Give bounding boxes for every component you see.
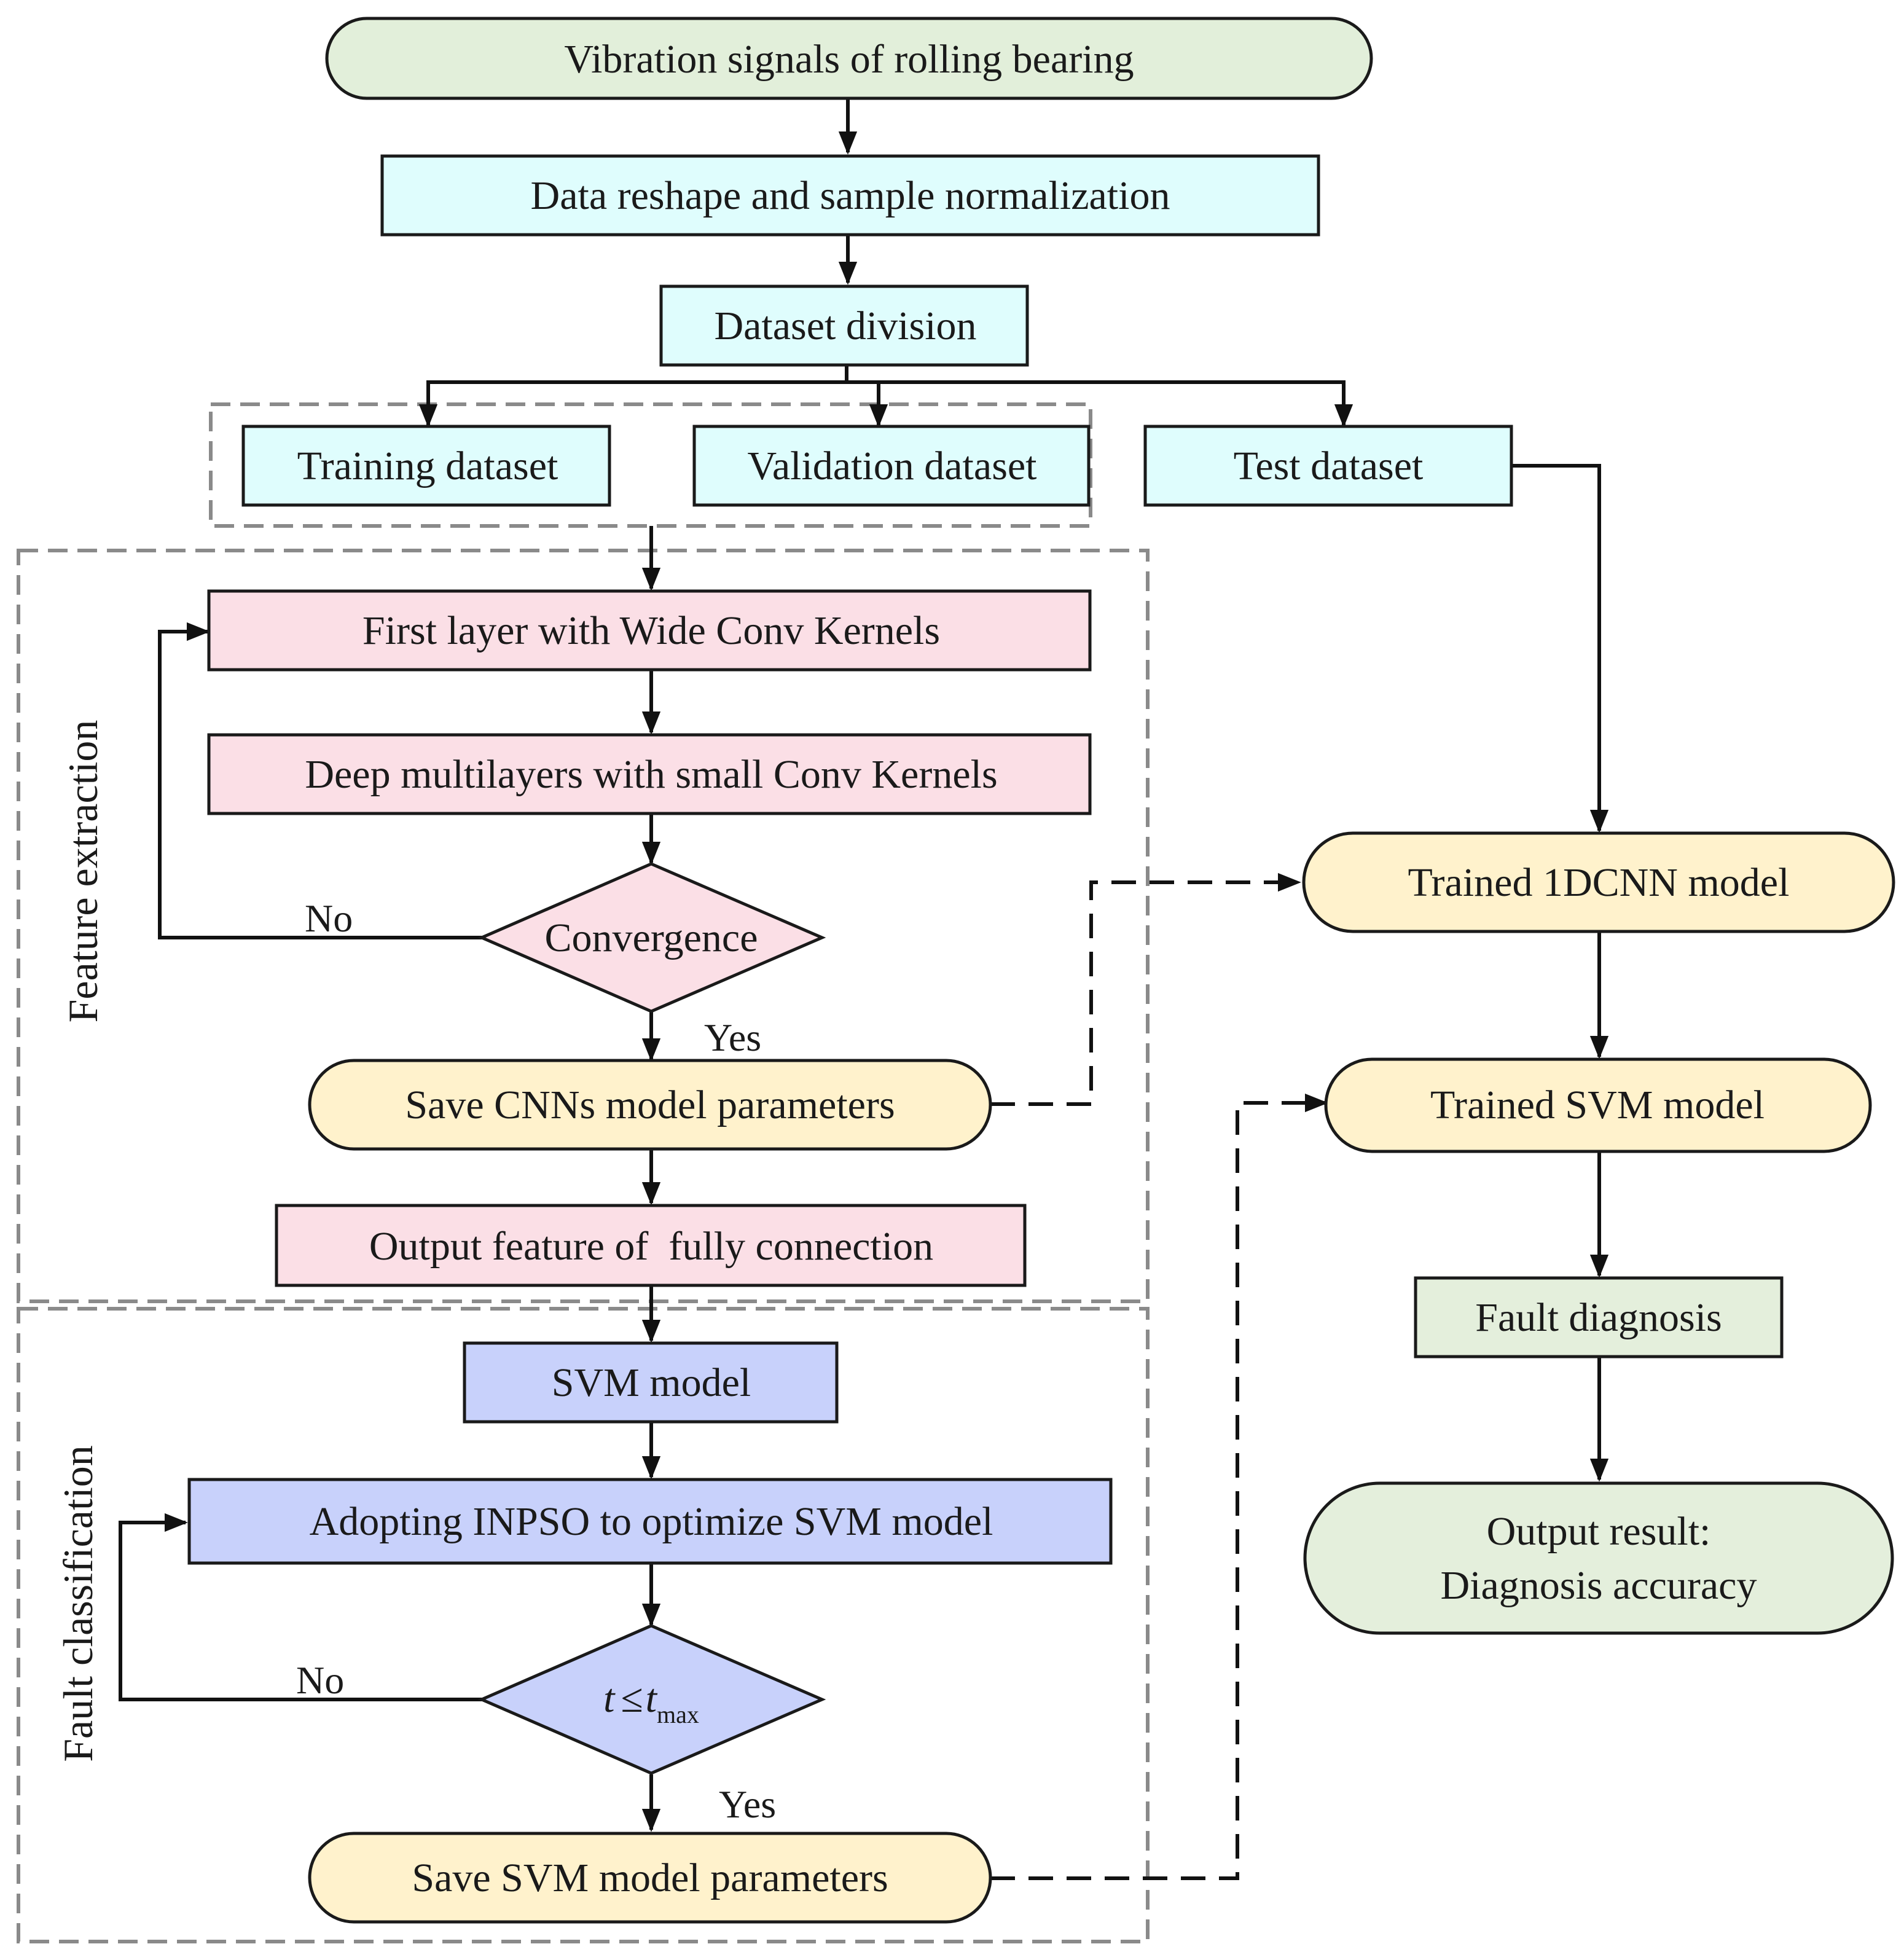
tmax-decision	[477, 1624, 826, 1775]
fault-classification-frame	[17, 1307, 1150, 1943]
vibration-signals-node	[325, 17, 1373, 100]
deep-layers-node	[207, 733, 1092, 815]
save-svm-node	[308, 1832, 992, 1924]
trained-cnn-label: Trained 1DCNN model	[1408, 860, 1790, 905]
vibration-signals-label: Vibration signals of rolling bearing	[564, 37, 1134, 82]
validation-dataset-node	[692, 425, 1091, 507]
no-label-tmax: No	[296, 1658, 344, 1702]
yes-label-convergence: Yes	[704, 1016, 761, 1059]
fault-diagnosis-node	[1414, 1276, 1784, 1358]
reshape-node	[380, 154, 1320, 237]
feature-extraction-label: Feature extraction	[60, 720, 106, 1023]
inpso-label: Adopting INPSO to optimize SVM model	[310, 1499, 993, 1544]
output-result-line2: Diagnosis accuracy	[1441, 1563, 1757, 1608]
inpso-node	[187, 1478, 1113, 1565]
convergence-decision	[477, 862, 826, 1013]
output-feature-label: Output feature of fully connection	[369, 1224, 933, 1269]
svm-model-label: SVM model	[552, 1360, 751, 1405]
fault-diagnosis-label: Fault diagnosis	[1475, 1295, 1722, 1340]
tmax-condition: t≤tmax	[603, 1676, 699, 1728]
cond-le: ≤	[621, 1676, 643, 1721]
feature-extraction-frame	[17, 549, 1150, 1303]
save-cnn-node	[308, 1059, 992, 1151]
no-label-convergence: No	[305, 896, 353, 940]
dashed-connectors	[990, 872, 1328, 1880]
fault-classification-label: Fault classification	[55, 1445, 101, 1762]
validation-dataset-label: Validation dataset	[747, 444, 1036, 488]
trained-svm-node	[1324, 1057, 1872, 1153]
flow-connectors	[119, 98, 1609, 1832]
test-dataset-node	[1143, 425, 1513, 507]
trained-cnn-node	[1302, 831, 1895, 933]
dataset-division-label: Dataset division	[714, 304, 976, 348]
svm-model-node	[463, 1341, 839, 1424]
trained-svm-label: Trained SVM model	[1430, 1083, 1765, 1127]
cond-t: t	[603, 1676, 616, 1721]
convergence-label: Convergence	[545, 915, 758, 960]
save-cnn-label: Save CNNs model parameters	[405, 1083, 895, 1127]
test-dataset-label: Test dataset	[1234, 444, 1424, 488]
reshape-label: Data reshape and sample normalization	[531, 173, 1170, 218]
first-layer-node	[207, 589, 1092, 672]
dataset-division-node	[659, 284, 1029, 367]
training-dataset-node	[241, 425, 611, 507]
output-result-line1: Output result:	[1487, 1509, 1711, 1554]
output-feature-node	[275, 1204, 1027, 1287]
yes-label-tmax: Yes	[719, 1782, 776, 1826]
output-result-node	[1303, 1481, 1894, 1635]
cond-tmax: t	[646, 1676, 658, 1721]
first-layer-label: First layer with Wide Conv Kernels	[362, 608, 940, 653]
deep-layers-label: Deep multilayers with small Conv Kernels	[305, 752, 997, 797]
cond-sub: max	[657, 1701, 699, 1728]
save-svm-label: Save SVM model parameters	[412, 1856, 888, 1900]
training-dataset-label: Training dataset	[297, 444, 558, 488]
